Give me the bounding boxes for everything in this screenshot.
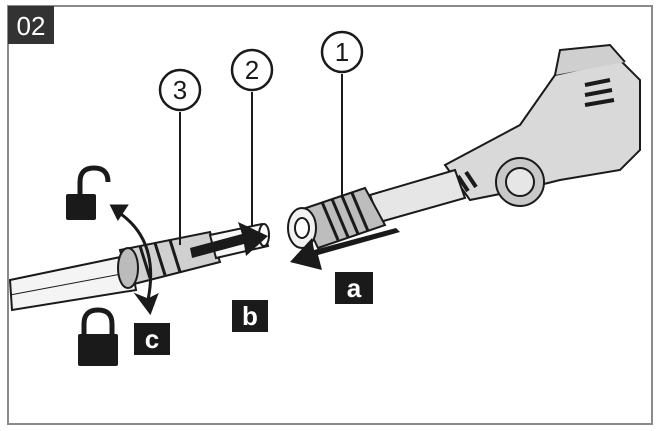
step-badge-b: b [232, 300, 268, 332]
callout-1-label: 1 [335, 37, 349, 67]
step-badge-c: c [134, 323, 170, 355]
step-number-text: 02 [17, 11, 46, 41]
step-badge-a-label: a [347, 273, 362, 303]
callout-2-label: 2 [245, 55, 259, 85]
step-number-badge: 02 [8, 6, 54, 44]
step-badge-a: a [335, 272, 373, 304]
step-badge-b-label: b [242, 301, 258, 331]
callout-3-label: 3 [173, 75, 187, 105]
step-badge-c-label: c [145, 324, 159, 354]
